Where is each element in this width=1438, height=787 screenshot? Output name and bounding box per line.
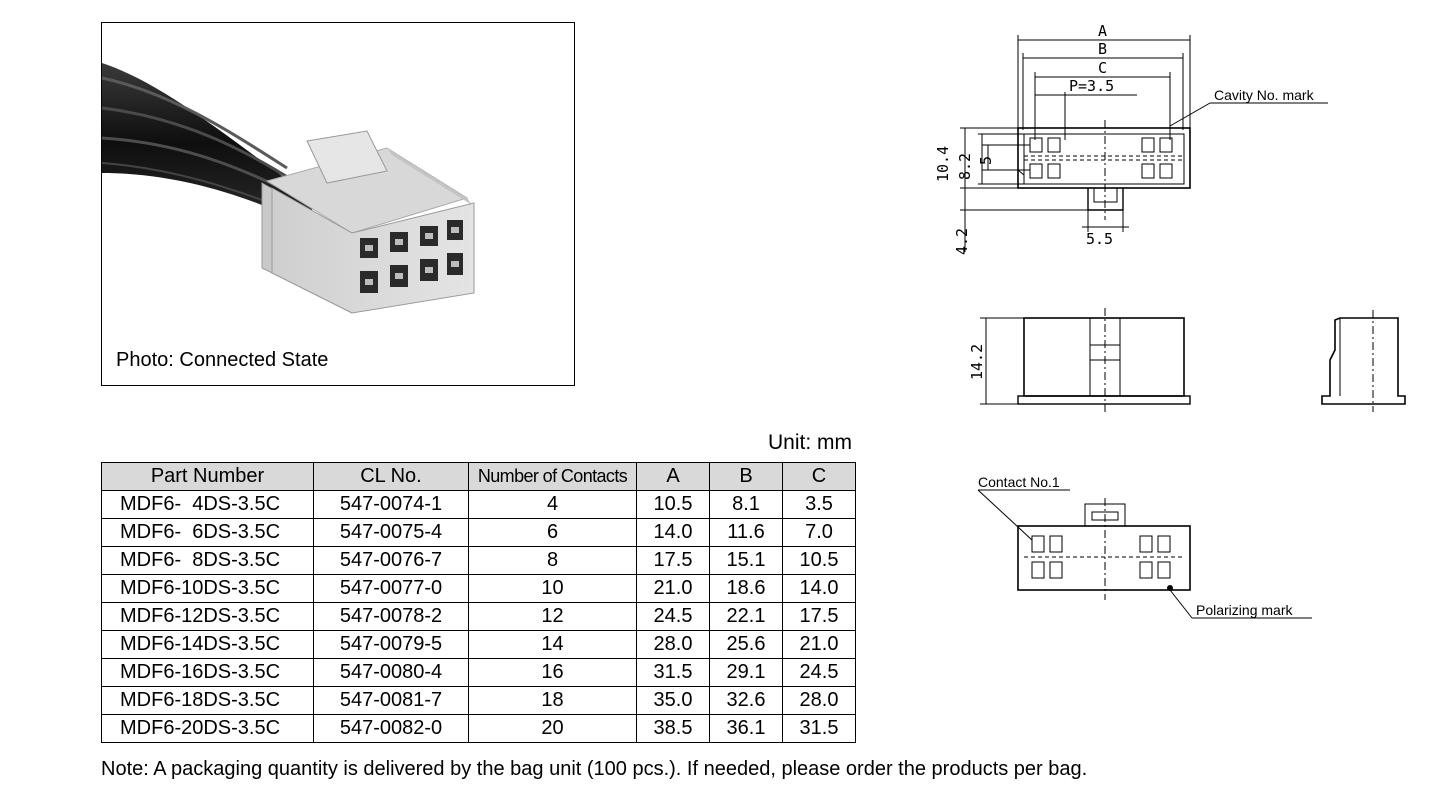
dim-5-5-label: 5.5 xyxy=(1086,230,1113,248)
cell-cl-no: 547-0080-4 xyxy=(313,658,469,687)
cell-part-number: MDF6-12DS-3.5C xyxy=(101,602,314,631)
cell-c: 14.0 xyxy=(782,574,856,603)
cell-part-number: MDF6-16DS-3.5C xyxy=(101,658,314,687)
cell-cl-no: 547-0081-7 xyxy=(313,686,469,715)
cell-contacts: 12 xyxy=(468,602,637,631)
cell-cl-no: 547-0079-5 xyxy=(313,630,469,659)
cell-a: 35.0 xyxy=(636,686,710,715)
contact-no1-label: Contact No.1 xyxy=(978,474,1060,490)
dim-8-2-label: 8.2 xyxy=(956,153,974,180)
dim-14-2-label: 14.2 xyxy=(968,344,986,380)
cell-cl-no: 547-0076-7 xyxy=(313,546,469,575)
cell-cl-no: 547-0082-0 xyxy=(313,714,469,743)
cell-b: 32.6 xyxy=(709,686,783,715)
cell-b: 29.1 xyxy=(709,658,783,687)
rear-view-drawing xyxy=(977,489,1312,619)
cell-part-number: MDF6-10DS-3.5C xyxy=(101,574,314,603)
cell-part-number: MDF6-18DS-3.5C xyxy=(101,686,314,715)
cell-cl-no: 547-0074-1 xyxy=(313,490,469,519)
cell-b: 36.1 xyxy=(709,714,783,743)
cell-c: 24.5 xyxy=(782,658,856,687)
cell-a: 24.5 xyxy=(636,602,710,631)
header-a: A xyxy=(636,462,710,491)
cell-b: 25.6 xyxy=(709,630,783,659)
cell-a: 31.5 xyxy=(636,658,710,687)
header-c: C xyxy=(782,462,856,491)
product-photo-frame: Photo: Connected State xyxy=(101,22,575,386)
cell-contacts: 14 xyxy=(468,630,637,659)
cell-c: 3.5 xyxy=(782,490,856,519)
cell-cl-no: 547-0078-2 xyxy=(313,602,469,631)
cell-b: 22.1 xyxy=(709,602,783,631)
table-header-row: Part Number CL No. Number of Contacts A … xyxy=(101,462,856,491)
dim-4-2-label: 4.2 xyxy=(953,228,971,255)
cell-a: 17.5 xyxy=(636,546,710,575)
cavity-mark-label: Cavity No. mark xyxy=(1214,87,1315,103)
cell-a: 28.0 xyxy=(636,630,710,659)
technical-drawing: A B C P=3.5 Cavity No. mark 10.4 8.2 5 4… xyxy=(934,22,1406,619)
dim-b-label: B xyxy=(1098,40,1107,58)
unit-label: Unit: mm xyxy=(768,431,852,454)
dim-10-4-label: 10.4 xyxy=(934,146,952,182)
cell-part-number: MDF6-14DS-3.5C xyxy=(101,630,314,659)
cell-c: 10.5 xyxy=(782,546,856,575)
cell-contacts: 16 xyxy=(468,658,637,687)
cell-a: 14.0 xyxy=(636,518,710,547)
dim-5-label: 5 xyxy=(977,156,995,165)
cell-contacts: 4 xyxy=(468,490,637,519)
header-b: B xyxy=(709,462,783,491)
cell-a: 21.0 xyxy=(636,574,710,603)
cell-c: 21.0 xyxy=(782,630,856,659)
cell-contacts: 18 xyxy=(468,686,637,715)
top-view-drawing xyxy=(980,308,1191,415)
cell-b: 15.1 xyxy=(709,546,783,575)
cell-contacts: 6 xyxy=(468,518,637,547)
side-view-drawing xyxy=(1321,310,1406,412)
cell-contacts: 10 xyxy=(468,574,637,603)
cell-part-number: MDF6-20DS-3.5C xyxy=(101,714,314,743)
header-number-of-contacts: Number of Contacts xyxy=(468,462,637,491)
cell-part-number: MDF6- 8DS-3.5C xyxy=(101,546,314,575)
cell-part-number: MDF6- 4DS-3.5C xyxy=(101,490,314,519)
cell-b: 18.6 xyxy=(709,574,783,603)
cell-c: 17.5 xyxy=(782,602,856,631)
dim-a-label: A xyxy=(1098,22,1107,40)
cell-c: 31.5 xyxy=(782,714,856,743)
cell-cl-no: 547-0075-4 xyxy=(313,518,469,547)
header-cl-no: CL No. xyxy=(313,462,469,491)
cell-a: 10.5 xyxy=(636,490,710,519)
front-view-drawing xyxy=(960,35,1328,252)
cell-contacts: 8 xyxy=(468,546,637,575)
cell-cl-no: 547-0077-0 xyxy=(313,574,469,603)
cell-c: 28.0 xyxy=(782,686,856,715)
dim-c-label: C xyxy=(1098,59,1107,77)
cell-b: 8.1 xyxy=(709,490,783,519)
header-part-number: Part Number xyxy=(101,462,314,491)
cell-contacts: 20 xyxy=(468,714,637,743)
cell-a: 38.5 xyxy=(636,714,710,743)
packaging-note: Note: A packaging quantity is delivered … xyxy=(101,758,1088,780)
part-number-table: Part Number CL No. Number of Contacts A … xyxy=(101,462,856,743)
cell-part-number: MDF6- 6DS-3.5C xyxy=(101,518,314,547)
photo-caption: Photo: Connected State xyxy=(116,349,329,371)
cell-b: 11.6 xyxy=(709,518,783,547)
pitch-label: P=3.5 xyxy=(1069,77,1114,95)
polarizing-mark-label: Polarizing mark xyxy=(1196,602,1293,618)
connector-photo xyxy=(102,63,475,314)
cell-c: 7.0 xyxy=(782,518,856,547)
